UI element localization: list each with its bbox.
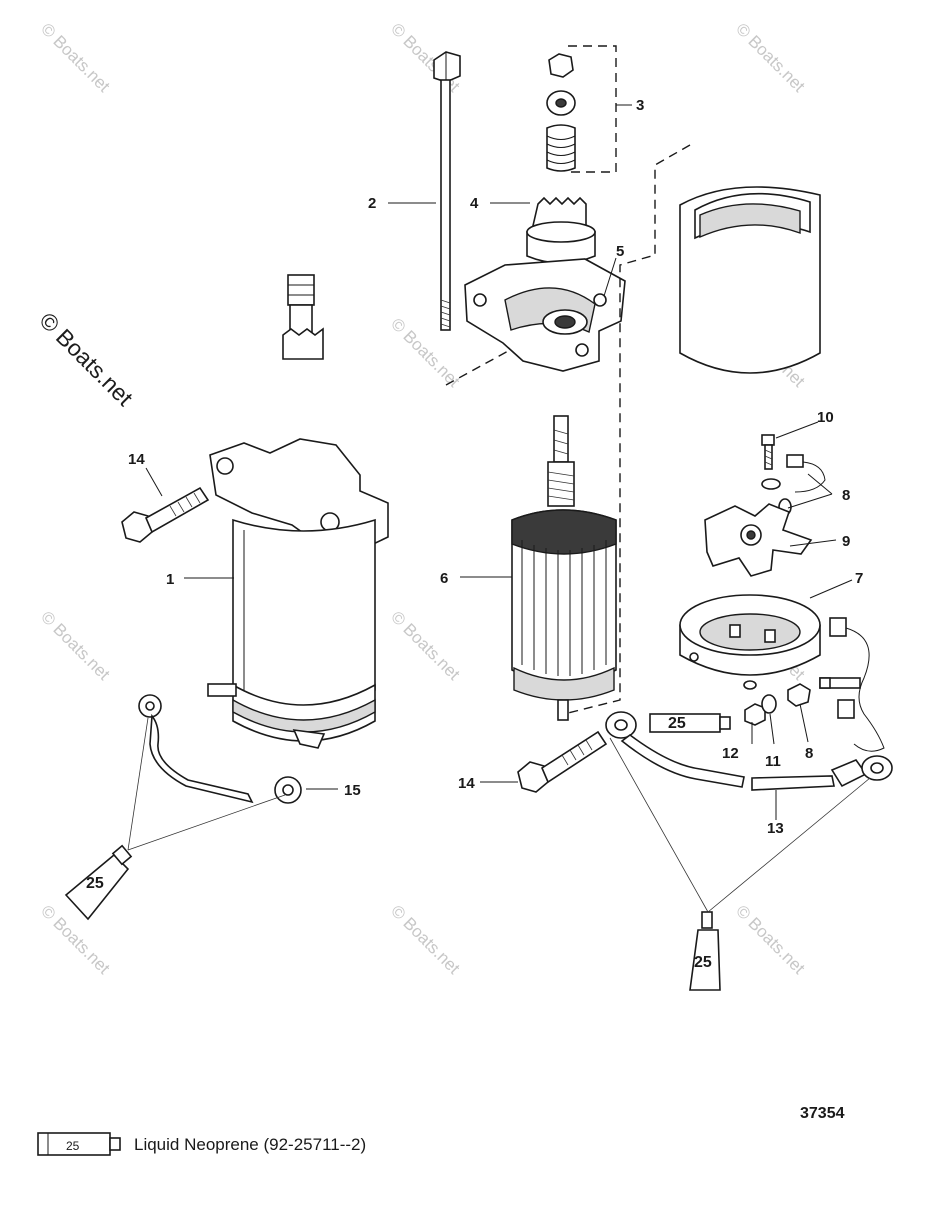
bolt-part-14-lower [517,730,608,793]
end-housing-part-5 [464,258,626,372]
callout-5: 5 [616,243,624,260]
sealant-tube-left: 25 [64,844,133,921]
watermark: © Boats.net [732,19,809,96]
callout-15: 15 [344,782,361,799]
watermarks: © Boats.net © Boats.net © Boats.net © Bo… [34,19,808,978]
callout-leaders [145,104,853,820]
legend-tube-label: 25 [66,1139,80,1153]
callout-6: 6 [440,570,448,587]
callout-9: 9 [842,533,850,550]
callout-4: 4 [470,195,479,212]
sealant-tube-right: 25 [689,911,721,991]
brush-holder-part-9 [704,503,813,577]
callout-13: 13 [767,820,784,837]
callout-11: 11 [765,753,781,770]
through-bolt-part-2 [433,51,461,331]
starter-motor-part-1 [207,274,389,749]
callout-8-lower: 8 [805,745,813,762]
bolt-part-14-upper [121,486,210,543]
watermark: © Boats.net [37,19,114,96]
armature-part-6 [511,415,617,721]
callout-1: 1 [166,571,174,588]
callout-12: 12 [722,745,739,762]
screw-part-10 [761,434,775,470]
callout-14-upper: 14 [128,451,145,468]
nut-and-washer-parts-11-12 [744,683,811,726]
terminal-part-8-lower [819,617,885,752]
field-frame [679,186,821,374]
callout-8-upper: 8 [842,487,850,504]
callout-7: 7 [855,570,863,587]
assembly-line [445,349,511,386]
watermark: © Boats.net [387,607,464,684]
sealant-tube-center: 25 [649,713,731,733]
watermark: © Boats.net [37,607,114,684]
callout-14-lower: 14 [458,775,475,792]
callout-numbers: 2 3 4 5 6 1 7 8 9 10 11 12 8 13 14 14 15 [128,97,863,837]
tube-label: 25 [694,954,712,971]
watermark: © Boats.net [732,901,809,978]
cable-part-13 [605,711,893,791]
watermark-large: © Boats.net [34,307,138,411]
legend: 25 Liquid Neoprene (92-25711--2) [37,1132,366,1156]
callout-10: 10 [817,409,834,426]
watermark: © Boats.net [387,314,464,391]
drive-pinion-part-4 [526,196,596,264]
end-cap-part-7 [679,594,821,690]
watermark: © Boats.net [37,901,114,978]
watermark: © Boats.net [387,901,464,978]
tube-label: 25 [86,875,104,892]
assembly-line-long [559,144,691,716]
tube-leaders [127,717,871,913]
diagram-reference-number: 37354 [800,1105,845,1122]
pinion-hardware-part-3 [546,45,617,173]
legend-text: Liquid Neoprene (92-25711--2) [134,1135,366,1154]
tube-label: 25 [668,715,686,732]
callout-3: 3 [636,97,644,114]
callout-2: 2 [368,195,376,212]
